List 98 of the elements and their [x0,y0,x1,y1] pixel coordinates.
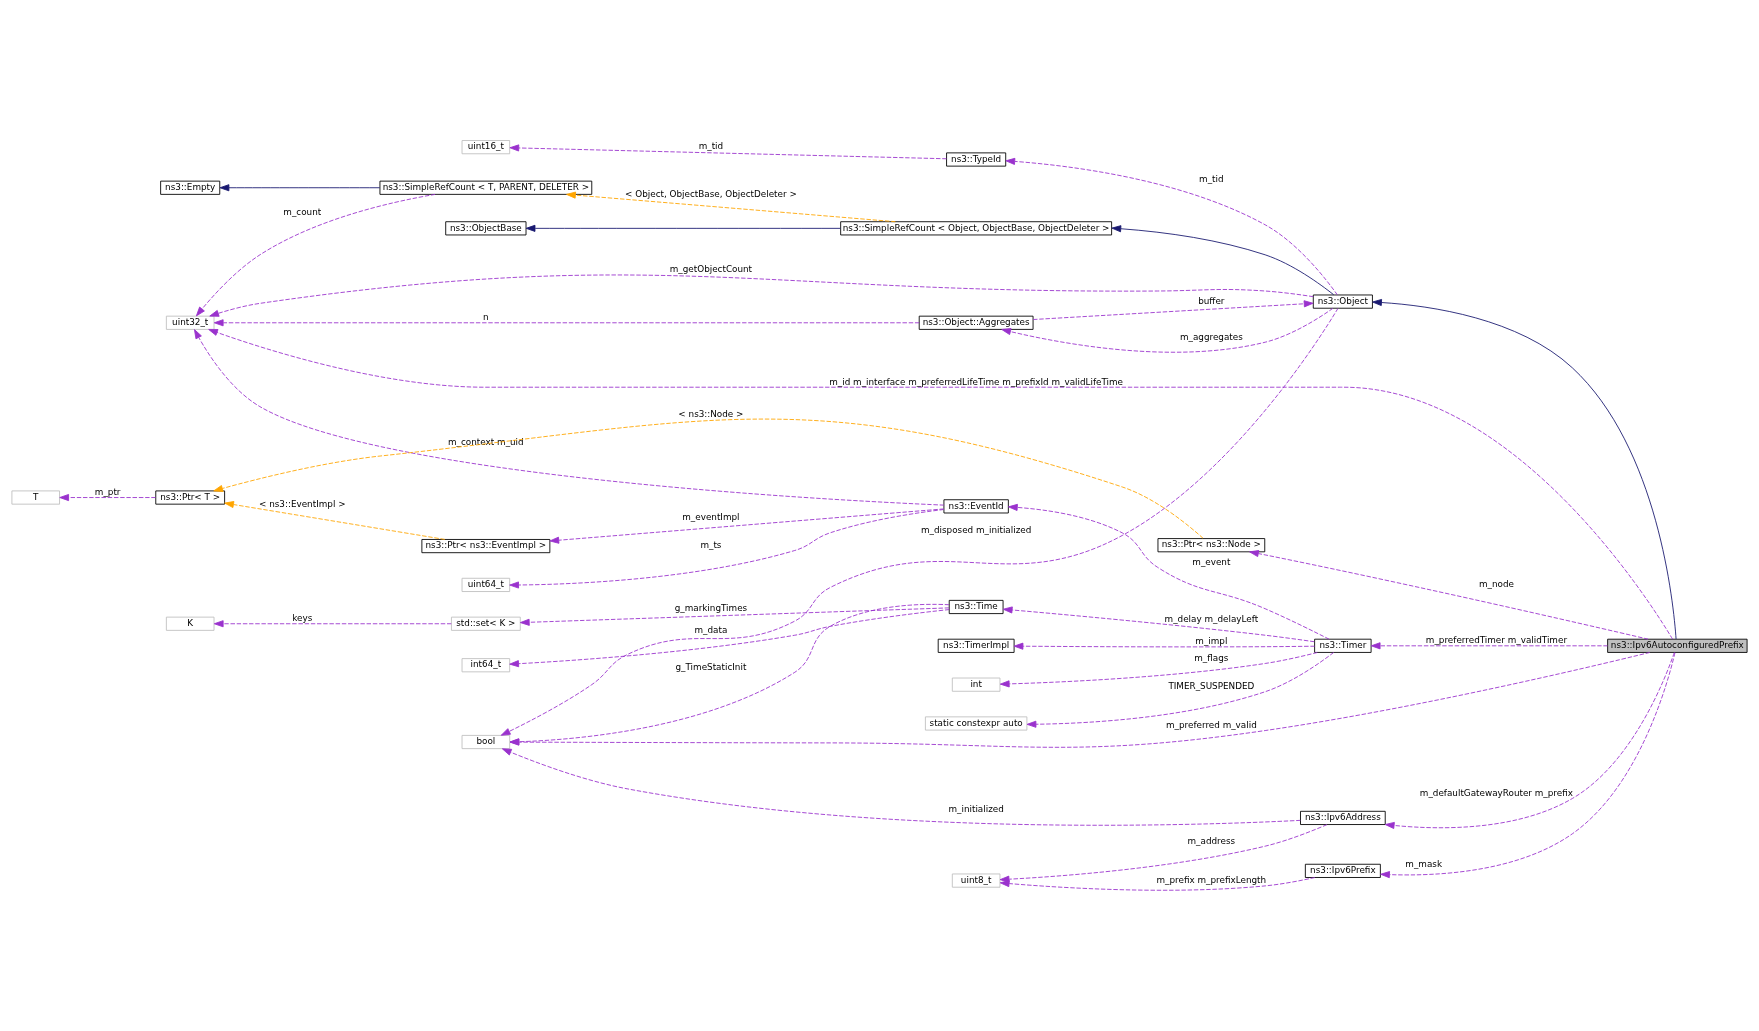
edge-label: TIMER_SUSPENDED [1168,681,1255,692]
edge-label: m_defaultGatewayRouter m_prefix [1419,787,1573,798]
arrow [509,609,950,668]
arrow [208,329,1673,640]
arrow [1001,307,1334,353]
node-box: ns3::Ptr< ns3::Node > [1157,538,1266,553]
arrow [1370,642,1608,650]
node-box: ns3::TypeId [946,152,1007,167]
edge-label: m_node [1478,578,1514,589]
arrow [1008,503,1330,640]
edge-label: g_TimeStaticInit [675,661,747,672]
edge-label: buffer [1198,296,1225,307]
edge-label: < ns3::EventImpl > [259,499,346,510]
edge-label: m_impl [1195,636,1228,647]
node-box: bool [461,734,511,750]
arrow [525,224,841,232]
arrow [1032,300,1314,320]
arrow [509,652,1651,748]
edge-label: m_context m_uid [448,437,524,448]
edge-label: m_eventImpl [682,511,740,522]
node-box: ns3::Ipv6Prefix [1304,863,1381,878]
edge-label: m_ts [700,539,722,550]
arrow [519,607,950,626]
edge-label: m_address [1187,835,1236,846]
edge-label: m_mask [1405,858,1443,869]
node-box: static constexpr auto [924,716,1028,731]
edge-label: m_initialized [948,803,1004,814]
arrow [1249,550,1649,640]
arrow [219,184,381,192]
arrow [549,508,945,544]
arrow [209,274,1314,317]
edge-label: < Object, ObjectBase, ObjectDeleter > [625,189,797,200]
node-box: uint8_t [951,873,1001,888]
arrow [213,620,452,628]
node-box: uint64_t [461,577,511,592]
edge-label: m_event [1192,556,1231,567]
node-box: ns3::ObjectBase [445,221,527,236]
edge-label: m_prefix m_prefixLength [1156,875,1267,886]
edge-label: m_flags [1194,652,1229,663]
arrow [1026,652,1335,728]
edge-label: n [483,312,489,323]
arrow [500,308,1339,736]
node-box: ns3::EventId [943,499,1009,514]
edge-label: keys [292,613,313,624]
node-box: T [11,490,60,505]
edge-label: m_tid [698,140,724,151]
edge-label: m_aggregates [1179,331,1243,342]
arrow [59,494,156,502]
arrow [999,652,1318,688]
edge-label: m_count [283,207,322,218]
arrow [999,877,1316,891]
node-box: uint32_t [165,315,215,330]
arrow [224,501,446,540]
node-box: int [951,677,1001,692]
arrow [1002,606,1315,643]
arrow [1380,652,1676,879]
arrow [1372,298,1677,640]
edge-label: m_preferredTimer m_validTimer [1425,635,1568,646]
arrow [509,603,950,746]
edge-label: m_disposed m_initialized [920,524,1032,535]
node-box: std::set< K > [451,616,521,631]
arrow [196,193,436,317]
node-box: ns3::Ptr< ns3::EventImpl > [421,539,551,554]
arrow [1005,157,1338,296]
node-box: ns3::Ipv6Address [1300,810,1386,825]
node-box: ns3::SimpleRefCount < Object, ObjectBase, ObjectDeleter > [840,221,1113,236]
arrow [1013,642,1316,650]
arrow [509,144,947,160]
arrow [501,748,1301,826]
edge-label: m_data [694,624,728,635]
node-box: ns3::Timer [1314,638,1372,653]
edge-label: m_ptr [94,486,121,497]
arrow [213,319,920,327]
node-box: ns3::Ipv6AutoconfiguredPrefix [1607,638,1748,653]
edge-label: m_id m_interface m_preferredLifeTime m_prefixId m_validLifeTime [829,376,1124,387]
node-box: ns3::Time [948,599,1004,615]
arrow [1111,225,1335,296]
arrow [999,824,1328,883]
node-box: K [165,616,215,631]
node-box: ns3::TimerImpl [937,638,1015,653]
node-box: ns3::Object [1312,294,1373,309]
node-box: ns3::Empty [160,180,221,195]
node-box: int64_t [461,658,511,673]
node-box: ns3::Ptr< T > [155,490,226,505]
edge-label: m_tid [1199,174,1224,185]
edge-label: m_getObjectCount [669,264,753,275]
arrow [566,191,896,223]
arrow [509,509,945,589]
arrow [194,329,945,506]
arrow [213,418,1204,539]
arrow [1384,652,1675,829]
edge-label: g_markingTimes [674,603,748,614]
node-box: ns3::Object::Aggregates [918,315,1034,330]
edge-label: m_preferred m_valid [1165,719,1257,730]
edge-label: m_delay m_delayLeft [1164,613,1259,624]
node-box: uint16_t [461,140,511,155]
edge-label: < ns3::Node > [678,409,744,420]
node-box: ns3::SimpleRefCount < T, PARENT, DELETER > [379,180,593,195]
